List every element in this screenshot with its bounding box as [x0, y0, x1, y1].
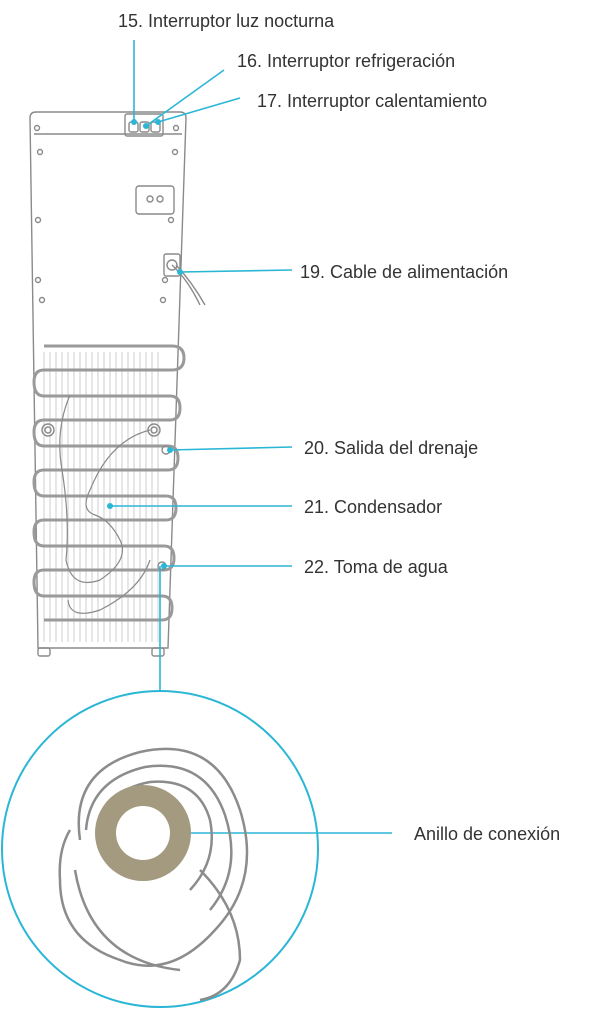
info-plate	[135, 185, 175, 215]
label-drain-outlet: 20. Salida del drenaje	[304, 438, 479, 458]
dispenser-rear-panel	[29, 111, 206, 657]
label-condenser: 21. Condensador	[304, 497, 443, 517]
leader-17	[157, 97, 241, 123]
label-power-cable: 19. Cable de alimentación	[300, 262, 509, 282]
label-water-inlet: 22. Toma de agua	[304, 557, 448, 577]
leader-20	[169, 446, 293, 451]
zoom-detail	[1, 690, 319, 1008]
label-connection-ring: Anillo de conexión	[414, 824, 561, 844]
leader-16	[145, 69, 225, 127]
power-cable	[171, 264, 201, 306]
cooling-switch	[139, 121, 150, 133]
label-heating-switch: 17. Interruptor calentamiento	[257, 91, 488, 111]
leader-19	[179, 269, 293, 273]
condenser-coil	[32, 344, 186, 622]
label-night-light-switch: 15. Interruptor luz nocturna	[118, 11, 335, 31]
label-cooling-switch: 16. Interruptor refrigeración	[237, 51, 456, 71]
power-socket	[163, 253, 181, 277]
